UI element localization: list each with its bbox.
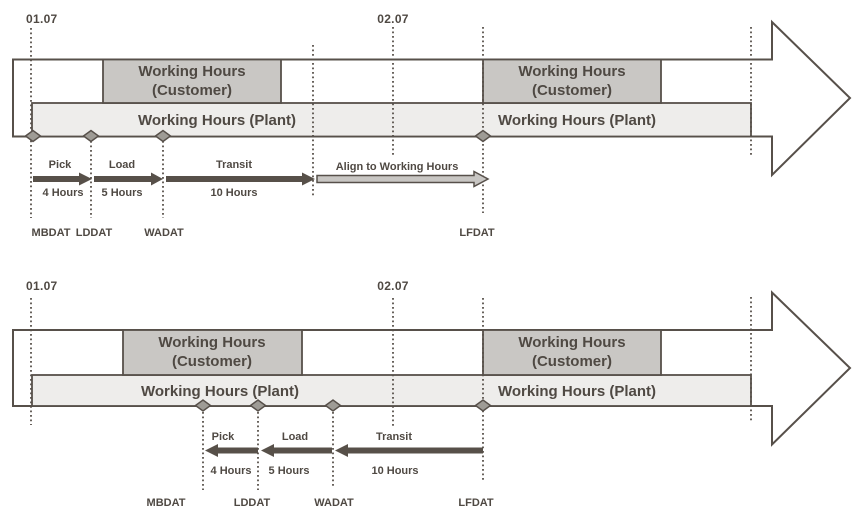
load-arrow xyxy=(94,172,163,186)
working-hours-customer-box-1 xyxy=(122,329,303,376)
mbdat-label: MBDAT xyxy=(32,227,71,239)
pick-duration: 4 Hours xyxy=(43,187,84,199)
wadat-label: WADAT xyxy=(314,497,354,509)
lddat-label: LDDAT xyxy=(234,497,271,509)
transit-duration: 10 Hours xyxy=(371,465,418,477)
load-arrow xyxy=(261,444,332,457)
date-label-0107: 01.07 xyxy=(26,279,58,293)
customer-box-label-line2: (Customer) xyxy=(532,82,612,99)
milestone-diamond-lfdat xyxy=(474,129,492,143)
load-label: Load xyxy=(282,431,308,443)
transit-duration: 10 Hours xyxy=(210,187,257,199)
pick-label: Pick xyxy=(212,431,236,443)
milestone-diamond-wadat xyxy=(154,129,172,143)
transit-arrow xyxy=(335,444,483,457)
milestone-diamond-wadat xyxy=(324,399,342,412)
plant-box-label: Working Hours (Plant) xyxy=(498,383,656,400)
plant-box-label: Working Hours (Plant) xyxy=(138,112,296,129)
date-label-0107: 01.07 xyxy=(26,12,58,26)
working-hours-customer-box-2 xyxy=(482,329,662,376)
mbdat-label: MBDAT xyxy=(147,497,186,509)
customer-box-label-line2: (Customer) xyxy=(152,82,232,99)
lddat-label: LDDAT xyxy=(76,227,113,239)
plant-box-label: Working Hours (Plant) xyxy=(141,383,299,400)
align-to-working-hours-label: Align to Working Hours xyxy=(336,161,459,173)
customer-box-label-line1: Working Hours xyxy=(138,63,245,80)
customer-box-label-line1: Working Hours xyxy=(158,334,265,351)
milestone-diamond-mbdat xyxy=(24,129,42,143)
milestone-diamond-lfdat xyxy=(474,399,492,412)
load-label: Load xyxy=(109,159,135,171)
milestone-diamond-lddat xyxy=(82,129,100,143)
transit-arrow xyxy=(166,172,315,186)
pick-arrow xyxy=(33,172,92,186)
lfdat-label: LFDAT xyxy=(459,227,495,239)
lfdat-label: LFDAT xyxy=(458,497,494,509)
load-duration: 5 Hours xyxy=(102,187,143,199)
customer-box-label-line1: Working Hours xyxy=(518,334,625,351)
milestone-diamond-mbdat xyxy=(194,399,212,412)
working-hours-plant-box xyxy=(31,102,752,138)
date-label-0207: 02.07 xyxy=(377,279,409,293)
backward-scheduling-diagram: Working Hours (Customer) Working Hours (… xyxy=(12,279,852,509)
forward-scheduling-diagram: Working Hours (Customer) Working Hours (… xyxy=(12,12,852,239)
load-duration: 5 Hours xyxy=(269,465,310,477)
milestone-diamond-lddat xyxy=(249,399,267,412)
customer-box-label-line2: (Customer) xyxy=(172,353,252,370)
align-to-working-hours-arrow xyxy=(316,170,490,188)
customer-box-label-line1: Working Hours xyxy=(518,63,625,80)
transit-label: Transit xyxy=(216,159,252,171)
transit-label: Transit xyxy=(376,431,412,443)
working-hours-customer-box-1 xyxy=(102,58,282,104)
plant-box-label: Working Hours (Plant) xyxy=(498,112,656,129)
pick-label: Pick xyxy=(49,159,73,171)
pick-arrow xyxy=(205,444,258,457)
date-label-0207: 02.07 xyxy=(377,12,409,26)
wadat-label: WADAT xyxy=(144,227,184,239)
working-hours-plant-box xyxy=(31,374,752,407)
pick-duration: 4 Hours xyxy=(211,465,252,477)
customer-box-label-line2: (Customer) xyxy=(532,353,612,370)
